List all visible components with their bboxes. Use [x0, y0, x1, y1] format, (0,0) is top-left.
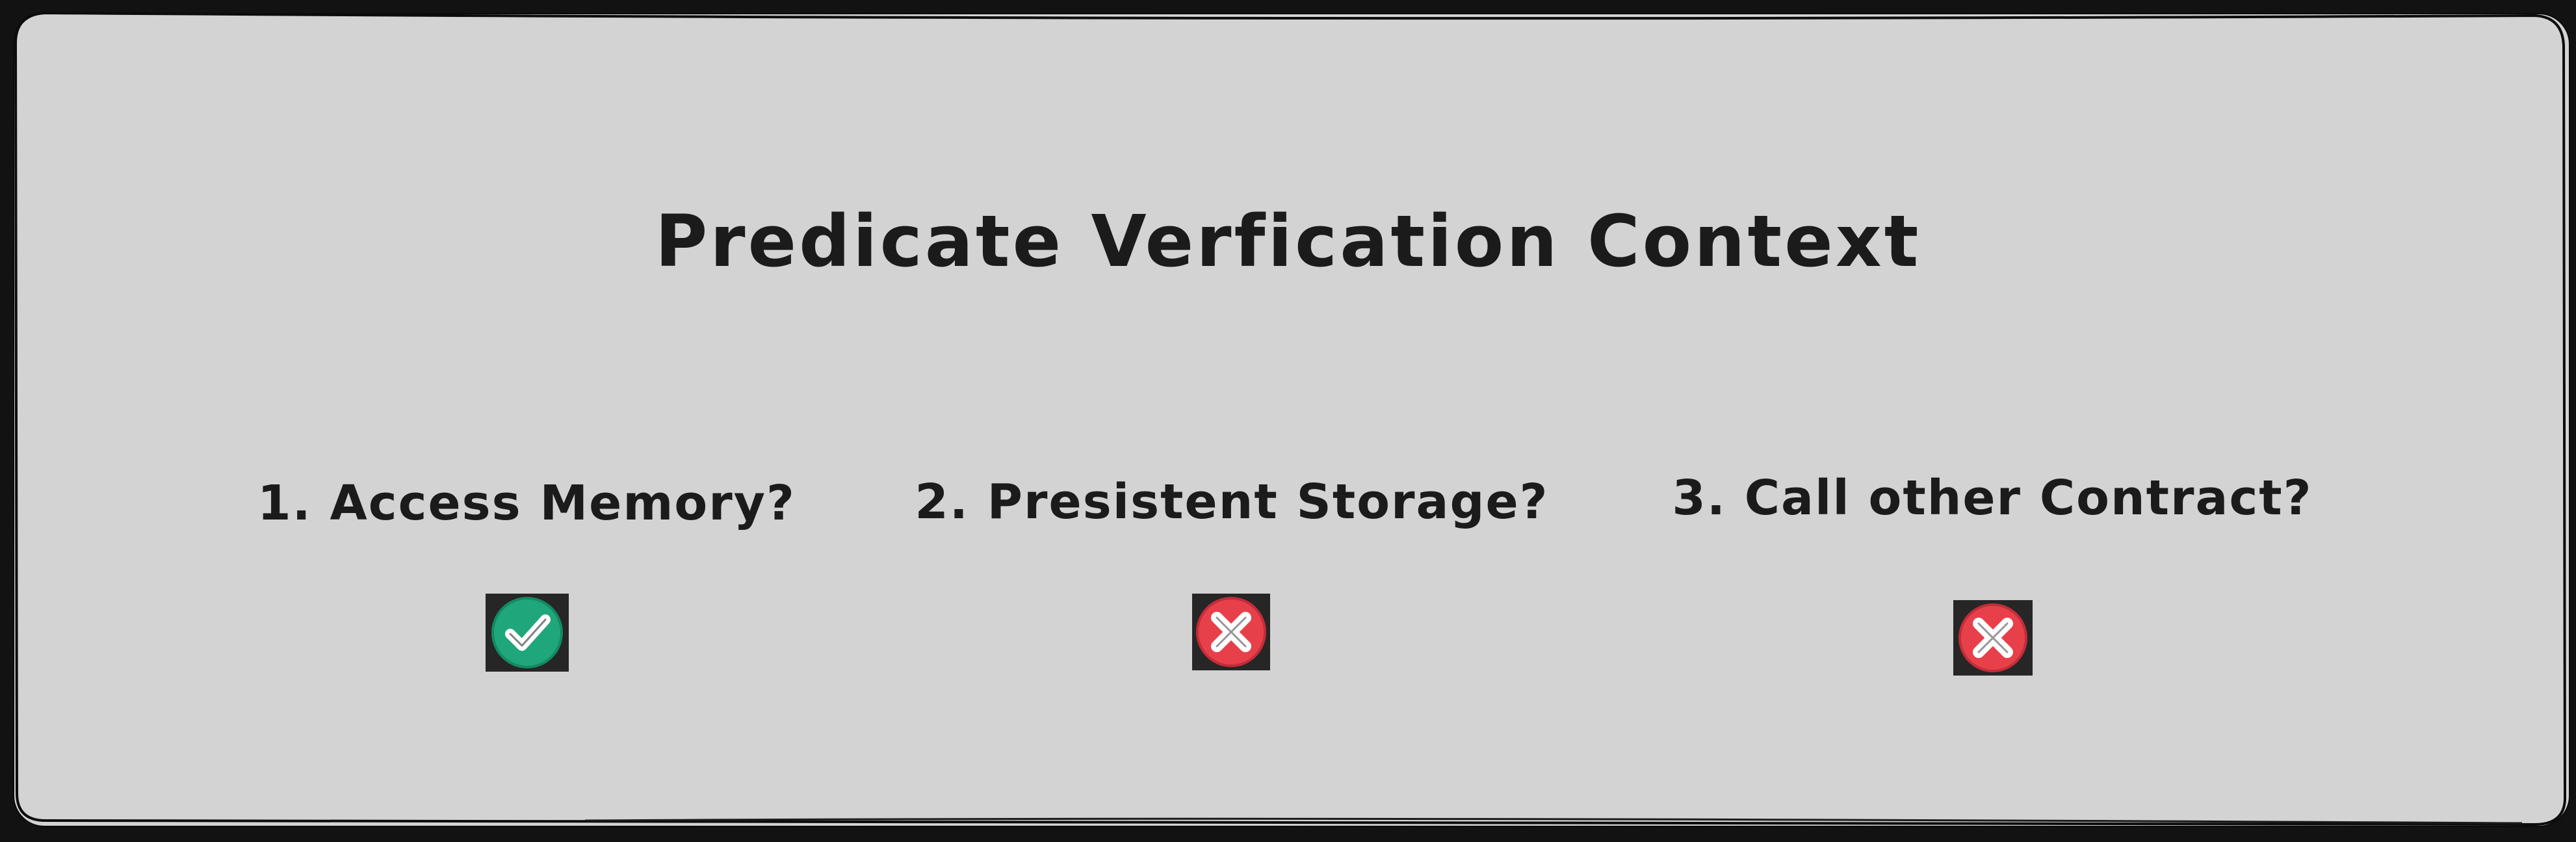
diagram-title: Predicate Verfication Context [655, 200, 1921, 283]
diagram-card [14, 14, 2569, 826]
check-label-persistent-storage: 2. Presistent Storage? [915, 474, 1549, 530]
x-circle-icon [1192, 594, 1270, 670]
check-label-call-other-contract: 3. Call other Contract? [1672, 470, 2313, 526]
check-label-access-memory: 1. Access Memory? [257, 475, 796, 531]
x-circle-icon [1953, 600, 2033, 676]
check-circle-icon [486, 594, 569, 672]
